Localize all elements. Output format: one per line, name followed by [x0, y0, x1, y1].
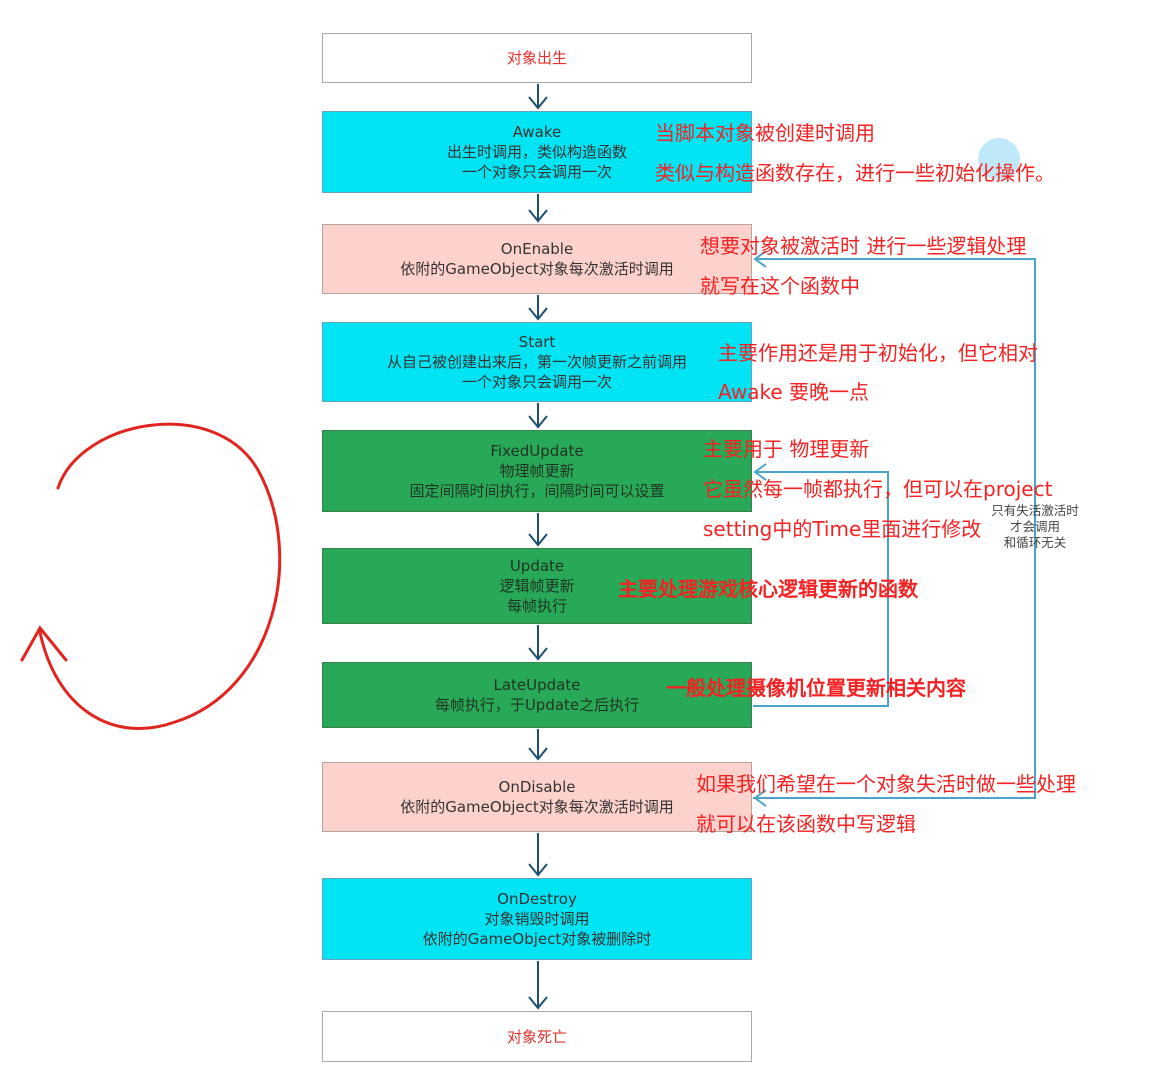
node-desc: 依附的GameObject对象被删除时 — [422, 930, 652, 948]
node-desc: 每帧执行 — [506, 597, 567, 615]
annotation-update: 主要处理游戏核心逻辑更新的函数 — [618, 577, 918, 601]
node-title: OnEnable — [500, 240, 574, 258]
node-update: Update 逻辑帧更新 每帧执行 — [322, 548, 752, 624]
node-desc: 出生时调用，类似构造函数 — [446, 143, 627, 161]
node-title: OnDisable — [498, 778, 576, 796]
flow-arrows — [528, 84, 548, 1010]
node-label: 对象出生 — [506, 49, 567, 67]
node-desc: 从自己被创建出来后，第一次帧更新之前调用 — [386, 353, 687, 371]
annotation-start-1: 主要作用还是用于初始化，但它相对 — [718, 341, 1038, 365]
arrow-down-icon — [528, 961, 548, 1010]
node-title: Awake — [512, 123, 562, 141]
arrow-down-icon — [528, 194, 548, 223]
node-desc: 物理帧更新 — [499, 462, 575, 480]
node-desc: 一个对象只会调用一次 — [461, 163, 612, 181]
annotation-fixedupdate-2: 它虽然每一帧都执行，但可以在project — [703, 477, 1053, 501]
side-label-line: 和循环无关 — [1003, 535, 1067, 550]
annotation-fixedupdate-1: 主要用于 物理更新 — [703, 437, 870, 461]
annotation-onenable-1: 想要对象被激活时 进行一些逻辑处理 — [700, 234, 1027, 258]
loop-side-label: 只有失活激活时 才会调用 和循环无关 — [980, 503, 1090, 551]
node-awake: Awake 出生时调用，类似构造函数 一个对象只会调用一次 — [322, 111, 752, 193]
node-title: FixedUpdate — [490, 442, 584, 460]
node-ondestroy: OnDestroy 对象销毁时调用 依附的GameObject对象被删除时 — [322, 878, 752, 960]
side-label-line: 才会调用 — [1009, 519, 1060, 534]
annotation-ondisable-2: 就可以在该函数中写逻辑 — [696, 812, 916, 836]
enable-disable-loop-arrow — [753, 250, 1036, 807]
node-label: 对象死亡 — [506, 1027, 567, 1046]
arrow-down-icon — [528, 513, 548, 547]
node-ondisable: OnDisable 依附的GameObject对象每次激活时调用 — [322, 762, 752, 832]
node-onenable: OnEnable 依附的GameObject对象每次激活时调用 — [322, 224, 752, 294]
node-desc: 固定间隔时间执行，间隔时间可以设置 — [409, 482, 665, 500]
node-title: LateUpdate — [493, 676, 581, 694]
arrow-down-icon — [528, 84, 548, 110]
annotation-awake-1: 当脚本对象被创建时调用 — [655, 121, 875, 145]
annotation-lateupdate: 一般处理摄像机位置更新相关内容 — [666, 676, 966, 700]
node-desc: 依附的GameObject对象每次激活时调用 — [400, 798, 674, 816]
node-lateupdate: LateUpdate 每帧执行，于Update之后执行 — [322, 662, 752, 728]
annotation-onenable-2: 就写在这个函数中 — [700, 274, 860, 298]
arrow-down-icon — [528, 295, 548, 321]
side-label-line: 只有失活激活时 — [991, 503, 1079, 518]
update-loop-arrow — [753, 463, 889, 707]
node-title: OnDestroy — [497, 890, 577, 908]
node-fixedupdate: FixedUpdate 物理帧更新 固定间隔时间执行，间隔时间可以设置 — [322, 430, 752, 512]
cursor-highlight-icon — [978, 138, 1020, 180]
arrow-down-icon — [528, 833, 548, 877]
node-desc: 依附的GameObject对象每次激活时调用 — [400, 260, 674, 278]
node-object-dead: 对象死亡 — [322, 1011, 752, 1062]
annotation-ondisable-1: 如果我们希望在一个对象失活时做一些处理 — [696, 772, 1076, 796]
node-title: Update — [509, 557, 565, 575]
node-desc: 逻辑帧更新 — [499, 577, 575, 595]
arrow-down-icon — [528, 729, 548, 761]
annotation-awake-2: 类似与构造函数存在，进行一些初始化操作。 — [655, 161, 1055, 185]
node-object-born: 对象出生 — [322, 33, 752, 83]
arrow-down-icon — [528, 403, 548, 429]
node-start: Start 从自己被创建出来后，第一次帧更新之前调用 一个对象只会调用一次 — [322, 322, 752, 402]
hand-drawn-loop-icon — [20, 422, 282, 730]
annotation-start-2: Awake 要晚一点 — [718, 380, 870, 404]
node-title: Start — [518, 333, 556, 351]
node-desc: 每帧执行，于Update之后执行 — [434, 696, 640, 714]
annotation-fixedupdate-3: setting中的Time里面进行修改 — [703, 517, 982, 541]
node-desc: 对象销毁时调用 — [484, 910, 590, 928]
arrow-down-icon — [528, 625, 548, 661]
node-desc: 一个对象只会调用一次 — [461, 373, 612, 391]
